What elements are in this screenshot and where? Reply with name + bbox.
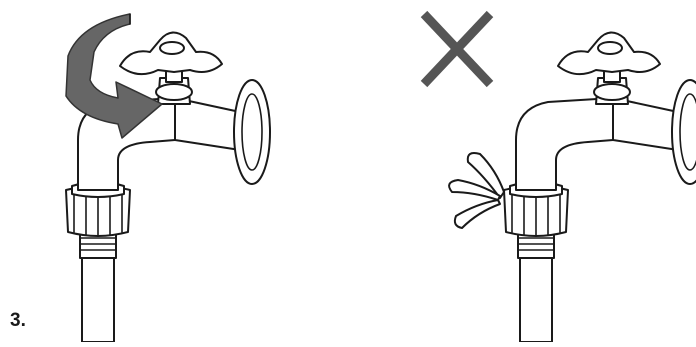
wrong-panel — [424, 14, 696, 342]
water-splash-icon — [449, 153, 504, 228]
faucet-correct — [66, 32, 270, 342]
cross-icon — [424, 14, 490, 84]
step-number: 3. — [10, 310, 26, 332]
correct-panel — [66, 14, 270, 342]
faucet-wrong — [504, 32, 696, 342]
